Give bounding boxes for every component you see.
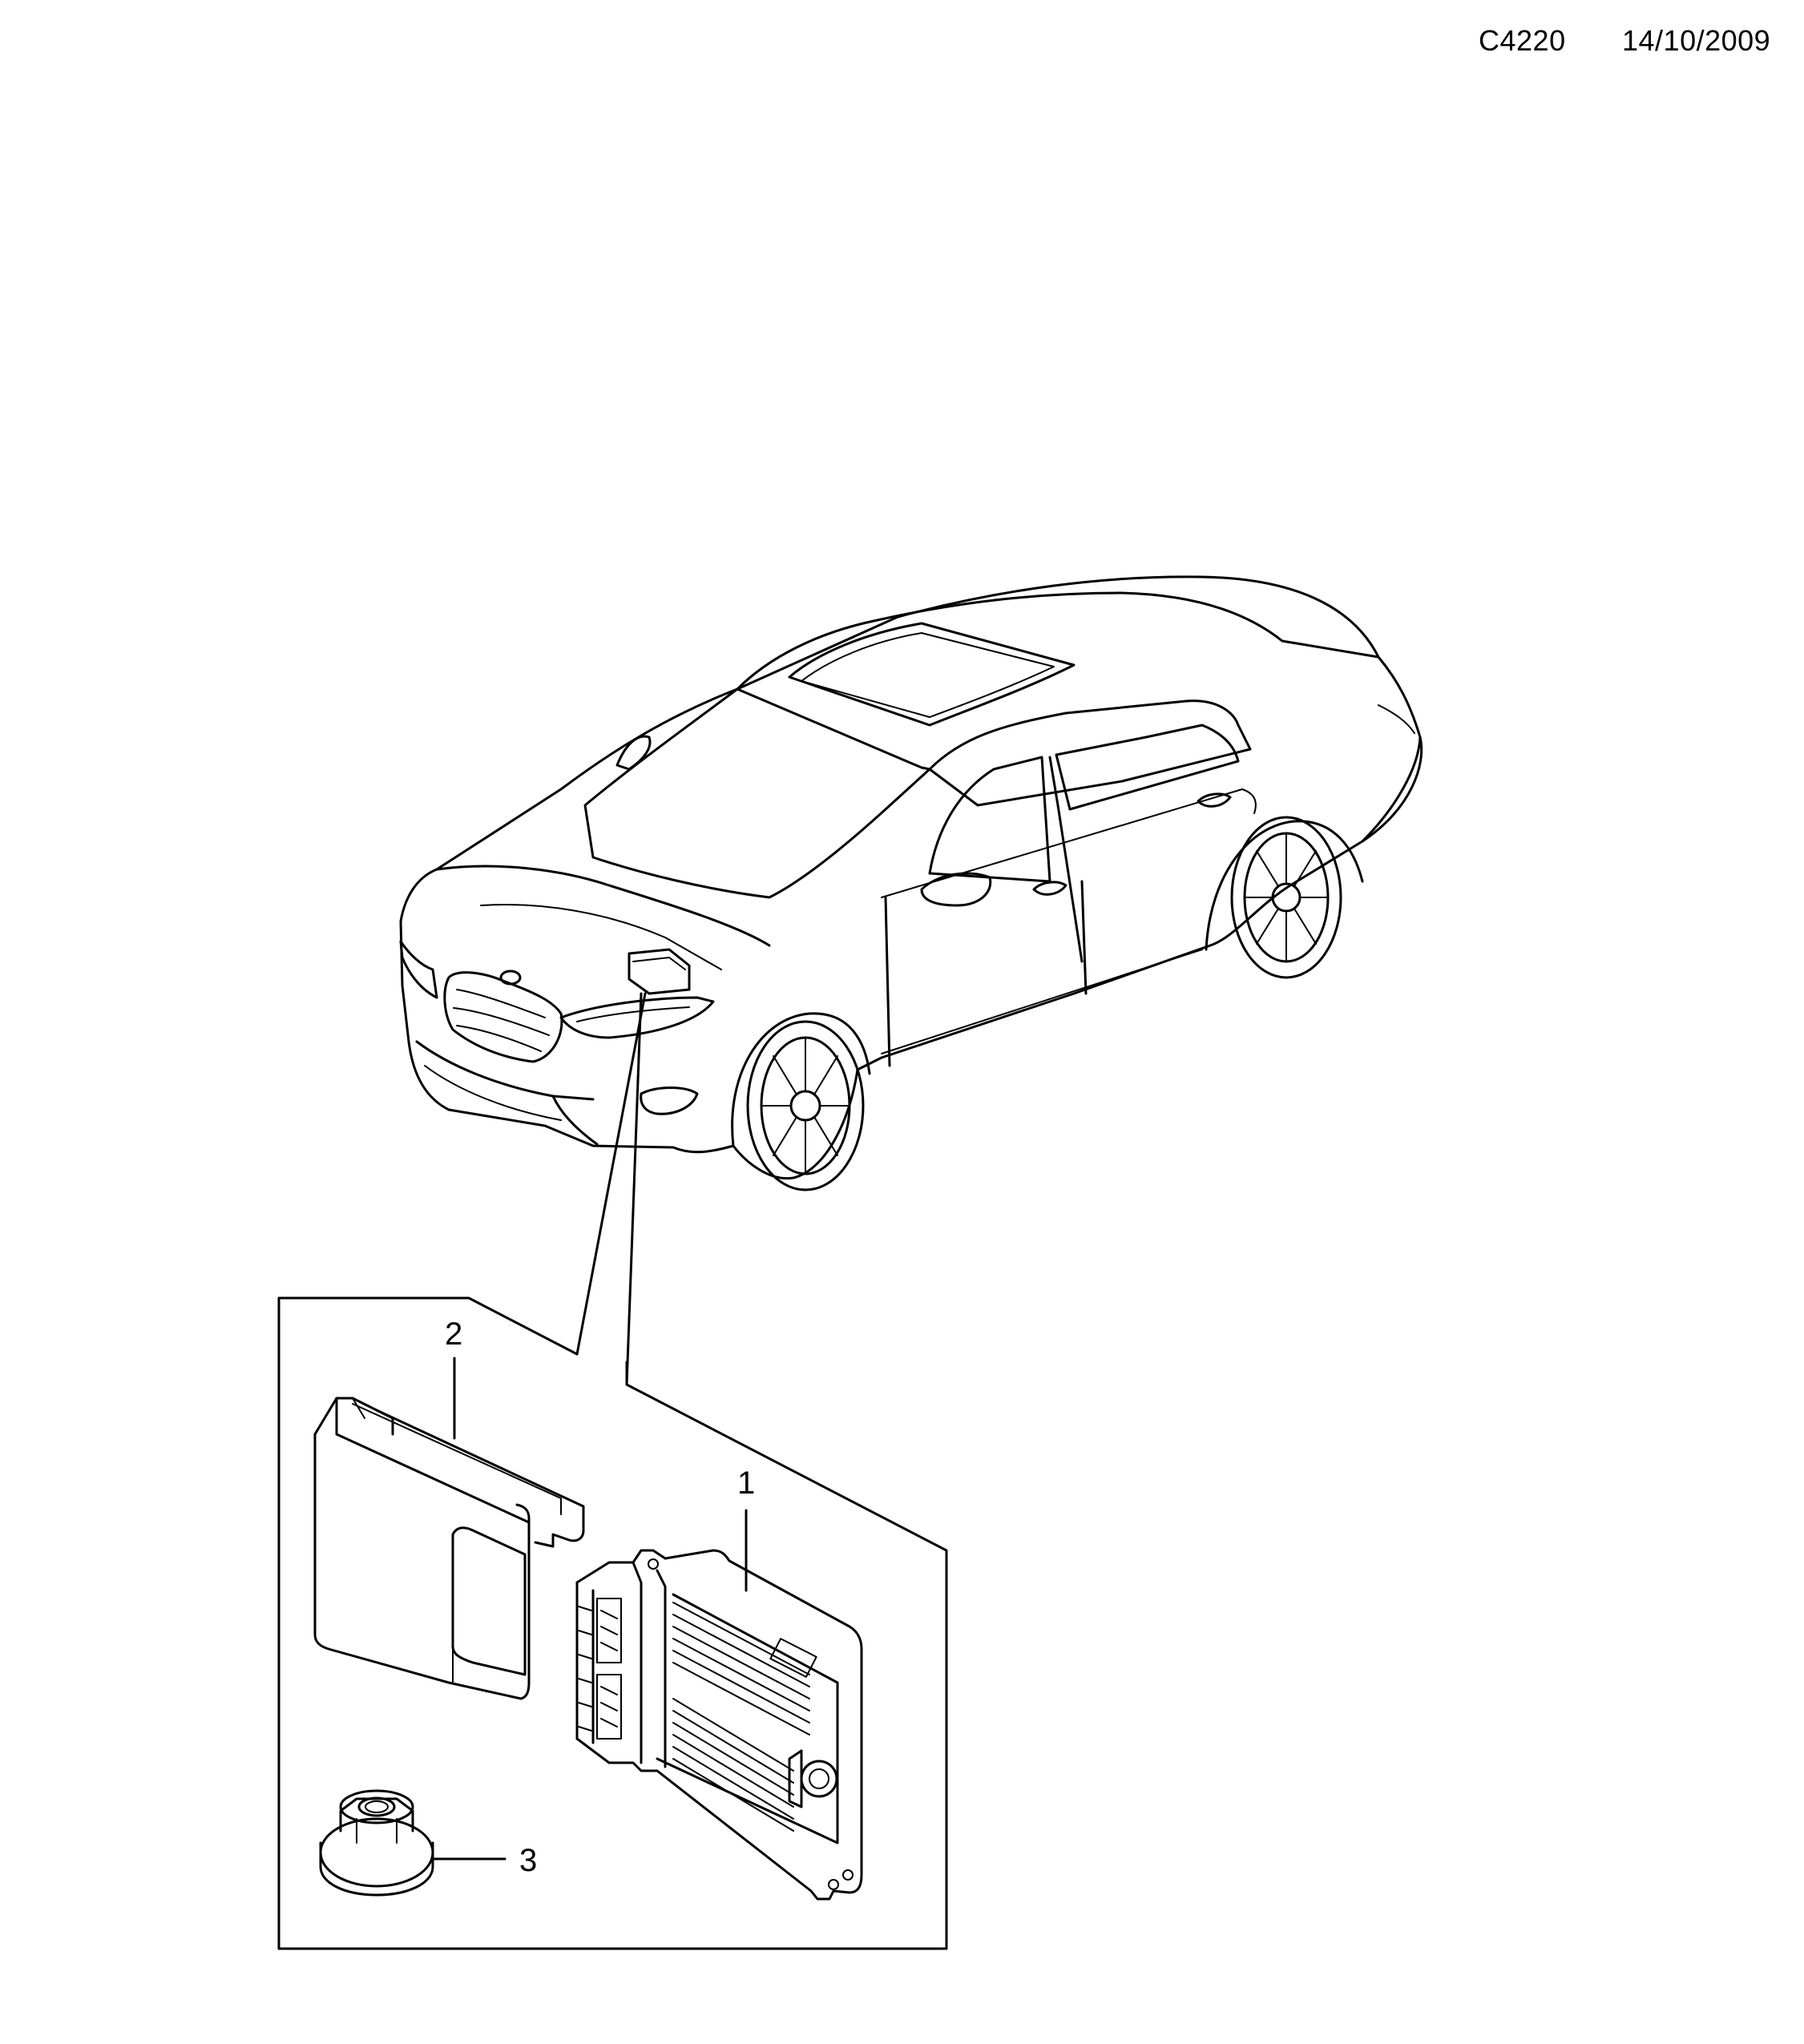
bracket-part — [313, 1397, 585, 1700]
leader-line-left — [575, 992, 647, 1356]
control-module-part — [575, 1549, 863, 1901]
flange-nut-part — [319, 1789, 434, 1897]
callout-number-2: 2 — [445, 1316, 462, 1352]
diagram-code: C4220 — [1479, 24, 1566, 57]
leader-line-right — [625, 992, 643, 1386]
callout-number-1: 1 — [737, 1465, 755, 1501]
car-illustration — [399, 575, 1423, 1191]
callout-number-3: 3 — [519, 1843, 537, 1878]
exploded-view-frame — [277, 1296, 948, 1950]
diagram-date: 14/10/2009 — [1622, 24, 1771, 57]
